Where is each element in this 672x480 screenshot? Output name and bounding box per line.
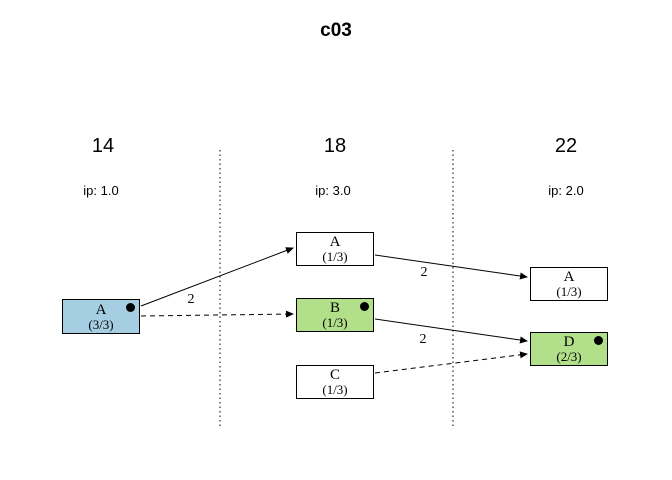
node-label: D: [563, 334, 575, 350]
node-count: (2/3): [556, 349, 582, 364]
ip-label-18: ip: 3.0: [315, 183, 351, 198]
node-count: (1/3): [556, 284, 582, 299]
node-count: (3/3): [88, 316, 114, 332]
ip-label-14: ip: 1.0: [83, 183, 119, 198]
edge-label-18A-22A: 2: [420, 265, 428, 280]
edge-18C-22D: [374, 351, 528, 374]
column-header-18: 18: [323, 135, 347, 157]
column-header-14: 14: [91, 135, 115, 157]
marked-dot-icon: [126, 303, 135, 312]
edge-label-14A-18A: 2: [187, 292, 195, 307]
edge-label-18B-22D: 2: [419, 332, 427, 347]
node-count: (1/3): [322, 315, 348, 330]
node-t18-A: A (1/3): [296, 232, 374, 266]
node-label: B: [329, 300, 340, 316]
edge-18B-22D: [374, 318, 528, 344]
node-count: (1/3): [322, 249, 348, 264]
node-label: C: [329, 367, 340, 383]
edge-14A-18B: [140, 310, 294, 318]
node-t18-B: B (1/3): [296, 298, 374, 332]
node-t22-A: A (1/3): [530, 267, 608, 301]
node-count: (1/3): [322, 382, 348, 397]
marked-dot-icon: [594, 336, 603, 345]
ip-label-22: ip: 2.0: [548, 183, 584, 198]
marked-dot-icon: [360, 302, 369, 311]
plot-title: c03: [320, 20, 352, 41]
node-label: A: [563, 269, 575, 285]
edge-14A-18A: [140, 247, 294, 307]
edge-18A-22A: [374, 254, 528, 280]
node-label: A: [95, 301, 107, 318]
node-label: A: [329, 234, 341, 250]
node-t18-C: C (1/3): [296, 365, 374, 399]
node-t22-D: D (2/3): [530, 332, 608, 366]
column-header-22: 22: [554, 135, 578, 157]
node-t14-A: A (3/3): [62, 299, 140, 334]
